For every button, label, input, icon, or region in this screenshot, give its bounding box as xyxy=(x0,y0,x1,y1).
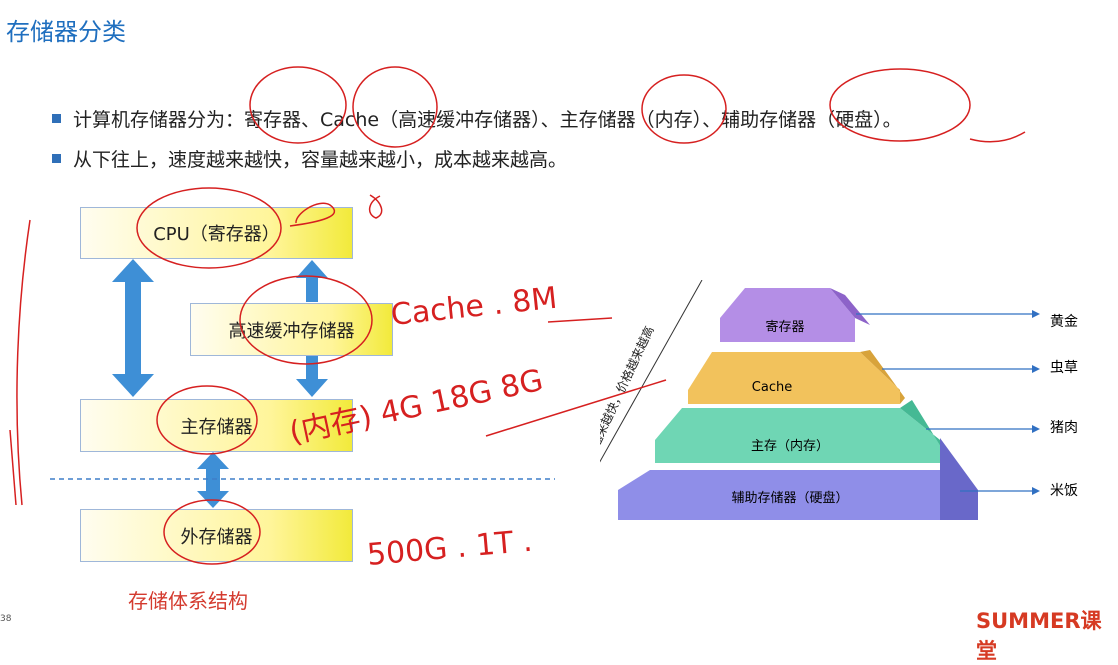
page-number: 38 xyxy=(0,614,12,624)
bullet-text-2: 从下往上，速度越来越快，容量越来越小，成本越来越高。 xyxy=(73,148,568,171)
pyramid-label-cache: Cache xyxy=(752,380,792,395)
handwritten-annotations: Cache . 8M (内存) 4G 18G 8G 500G . 1T . xyxy=(9,66,1026,573)
memory-pyramid: 寄存器 Cache 主存（内存） 辅助存储器（硬盘） 黄金 虫草 猪肉 米饭 速… xyxy=(600,280,1078,520)
cpu-main-arrow-icon xyxy=(112,259,154,397)
cache-box: 高速缓冲存储器 xyxy=(190,303,393,356)
handwritten-disk-size: 500G . 1T . xyxy=(366,524,534,573)
cache-box-label: 高速缓冲存储器 xyxy=(228,320,355,342)
main-memory-box: 主存储器 xyxy=(80,399,353,452)
brand-logo: SUMMER课堂 xyxy=(976,609,1102,663)
main-external-arrow-icon xyxy=(197,452,229,508)
pyramid-side-label: 虫草 xyxy=(1050,360,1078,376)
pyramid-level-main xyxy=(655,408,940,463)
pyramid-level-registers xyxy=(720,288,855,342)
pyramid-label-registers: 寄存器 xyxy=(765,319,804,335)
bullet-square-icon xyxy=(52,113,61,123)
pyramid-label-main: 主存（内存） xyxy=(751,438,829,454)
external-memory-box-label: 外存储器 xyxy=(180,526,253,548)
cache-arrow-icon xyxy=(296,260,328,397)
cpu-box: CPU（寄存器） xyxy=(80,207,353,259)
handwritten-memory-size: (内存) 4G 18G 8G xyxy=(286,363,546,451)
bullet-square-icon xyxy=(52,153,61,163)
bullet-item: 计算机存储器分为：寄存器、Cache（高速缓冲存储器）、主存储器（内存）、辅助存… xyxy=(52,98,902,138)
bullet-list: 计算机存储器分为：寄存器、Cache（高速缓冲存储器）、主存储器（内存）、辅助存… xyxy=(52,98,902,178)
cpu-box-label: CPU（寄存器） xyxy=(153,224,280,245)
bullet-text-1: 计算机存储器分为：寄存器、Cache（高速缓冲存储器）、主存储器（内存）、辅助存… xyxy=(73,108,902,131)
bullet-item: 从下往上，速度越来越快，容量越来越小，成本越来越高。 xyxy=(52,138,902,178)
pyramid-side-label: 猪肉 xyxy=(1050,420,1078,436)
diagram-arrows xyxy=(50,259,555,508)
pyramid-level-cache xyxy=(688,352,900,404)
pyramid-label-disk: 辅助存储器（硬盘） xyxy=(731,490,848,506)
pyramid-side-label: 米饭 xyxy=(1050,483,1078,499)
handwritten-cache-size: Cache . 8M xyxy=(389,281,559,333)
main-memory-box-label: 主存储器 xyxy=(180,416,253,438)
pyramid-level-disk xyxy=(618,470,978,520)
slide-title: 存储器分类 xyxy=(6,18,126,46)
pyramid-side-label: 黄金 xyxy=(1050,313,1078,330)
external-memory-box: 外存储器 xyxy=(80,509,353,562)
diagram-caption: 存储体系结构 xyxy=(128,589,248,613)
